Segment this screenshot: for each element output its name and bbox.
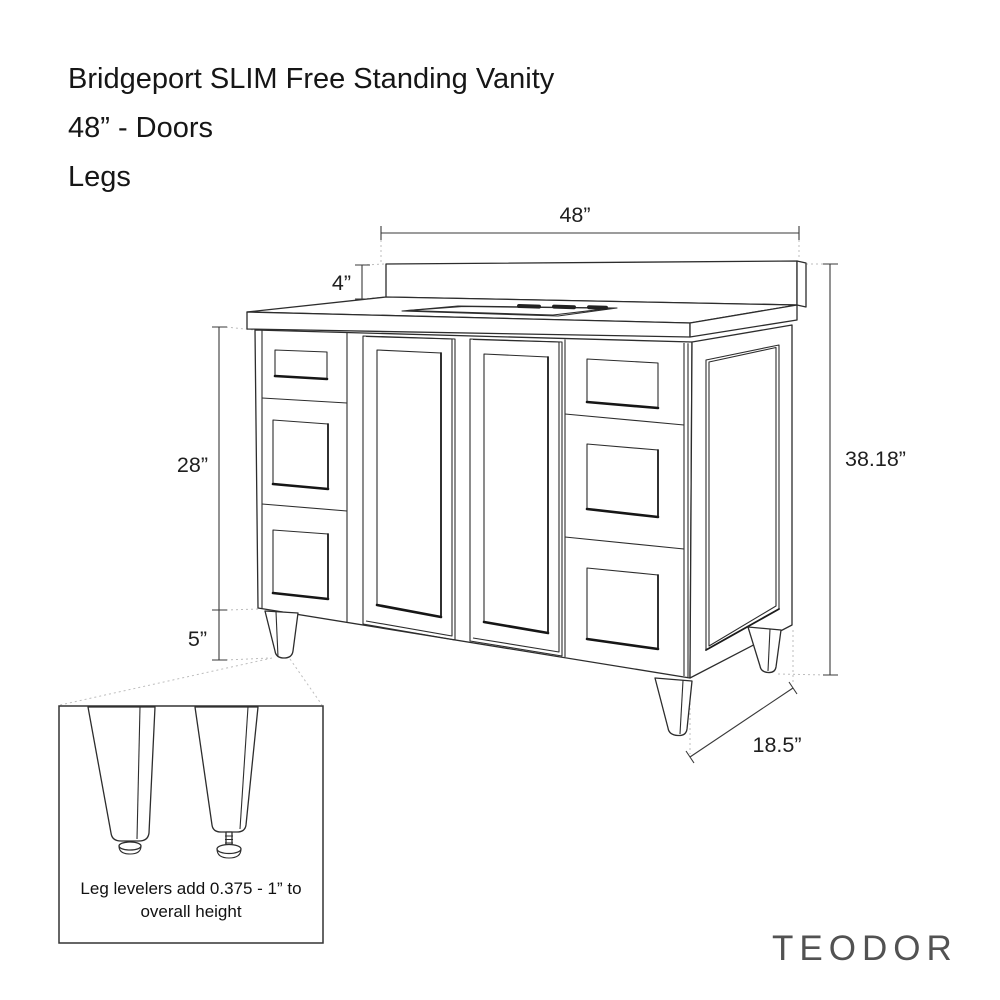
dim-depth-label: 18.5” [752,733,801,757]
dim-width-label: 48” [559,203,590,227]
dim-leg-height-label: 5” [188,627,207,651]
drawer-column-left [261,349,348,601]
leg-front-left [264,610,299,659]
dim-overall-height-label: 38.18” [845,447,906,471]
dimension-backsplash-height: 4” [332,264,370,300]
faucet-holes [517,304,608,310]
vanity-drawing [246,260,807,737]
inset-note-line1: Leg levelers add 0.375 - 1” to [80,879,301,898]
page-title-line2: 48” - Doors [68,112,213,144]
dimension-overall-height: 38.18” [823,263,906,676]
page-title-line3: Legs [68,161,131,193]
door-right [469,338,563,657]
brand-logo: TEODOR [772,929,958,968]
drawer-column-right [564,339,689,677]
dimension-cabinet-height: 28” [177,326,227,611]
door-left [362,335,456,641]
leg-leveler-right [216,831,242,859]
backsplash [385,260,807,308]
dimension-width: 48” [380,203,800,240]
legs [264,610,782,737]
side-panel [689,324,793,679]
cabinet-front [254,329,693,679]
leg-leveler-left [118,841,142,855]
inset-leg-left [87,706,156,855]
page-title-line1: Bridgeport SLIM Free Standing Vanity [68,63,555,95]
inset-leg-right [194,706,259,859]
countertop [246,296,798,338]
leg-back-right [747,626,782,674]
dim-backsplash-label: 4” [332,271,351,295]
leg-detail-inset: Leg levelers add 0.375 - 1” to overall h… [58,705,324,944]
sink-cutout [401,304,618,317]
inset-note-line2: overall height [140,902,241,921]
dim-cabinet-height-label: 28” [177,453,208,477]
dimension-leg-height: 5” [188,610,227,661]
title-block: Bridgeport SLIM Free Standing Vanity 48”… [68,63,555,193]
leg-front-right [654,677,693,737]
dimension-depth: 18.5” [685,681,802,764]
